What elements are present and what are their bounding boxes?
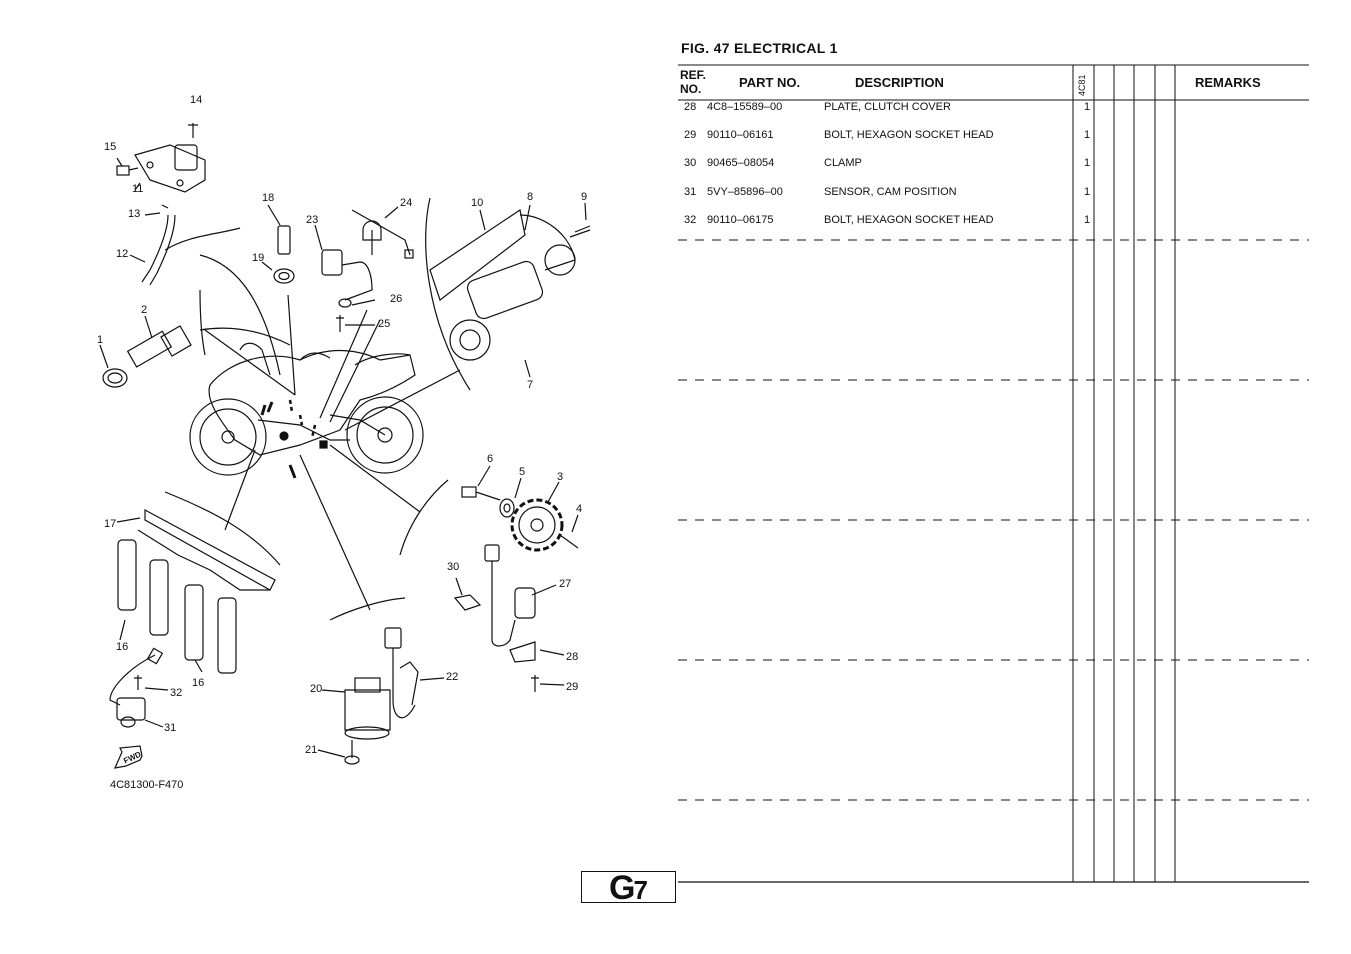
callout-4: 4 bbox=[576, 503, 582, 515]
row-description: PLATE, CLUTCH COVER bbox=[824, 101, 951, 113]
callout-12: 12 bbox=[116, 248, 128, 260]
row-ref: 28 bbox=[684, 101, 697, 113]
page-letter: G bbox=[609, 869, 635, 907]
callout-30: 30 bbox=[447, 561, 459, 573]
callout-21: 21 bbox=[305, 744, 317, 756]
callout-11: 11 bbox=[132, 183, 143, 195]
header-remarks: REMARKS bbox=[1195, 75, 1261, 90]
callout-1: 1 bbox=[97, 334, 103, 346]
row-part-no: 90110–06175 bbox=[707, 214, 774, 226]
page-number: 7 bbox=[633, 875, 648, 905]
callout-8: 8 bbox=[527, 191, 533, 203]
callout-6: 6 bbox=[487, 453, 493, 465]
callout-13: 13 bbox=[128, 208, 140, 220]
exploded-parts-diagram: 1 2 3 4 5 6 7 8 9 10 11 12 13 14 15 16 1… bbox=[97, 94, 591, 769]
callout-2: 2 bbox=[141, 304, 147, 316]
parts-table-grid bbox=[678, 64, 1309, 883]
row-ref: 31 bbox=[684, 186, 697, 198]
row-description: CLAMP bbox=[824, 157, 862, 169]
ignition-coils bbox=[117, 508, 276, 674]
temp-sensor bbox=[102, 325, 192, 388]
row-part-no: 90110–06161 bbox=[707, 129, 774, 141]
callout-14: 14 bbox=[190, 94, 202, 106]
callout-17: 17 bbox=[104, 518, 116, 530]
row-ref: 29 bbox=[684, 129, 697, 141]
callout-28: 28 bbox=[566, 651, 578, 663]
callout-5: 5 bbox=[519, 466, 525, 478]
fwd-arrow-icon bbox=[113, 745, 143, 769]
callout-27: 27 bbox=[559, 578, 571, 590]
callout-16b: 16 bbox=[192, 677, 204, 689]
diagram-code: 4C81300-F470 bbox=[110, 779, 184, 791]
sensor-location-square bbox=[319, 440, 328, 449]
page-section-tab: G7 bbox=[581, 871, 676, 905]
starter-relay bbox=[344, 627, 419, 765]
row-part-no: 90465–08054 bbox=[707, 157, 775, 169]
row-ref: 32 bbox=[684, 214, 697, 226]
header-ref: REF. bbox=[680, 68, 707, 82]
callout-23: 23 bbox=[306, 214, 318, 226]
callout-7: 7 bbox=[527, 379, 533, 391]
header-model: 4C81 bbox=[1077, 74, 1087, 96]
pump-assembly bbox=[429, 209, 591, 361]
header-part-no: PART NO. bbox=[739, 75, 801, 90]
callout-3: 3 bbox=[557, 471, 563, 483]
callout-25: 25 bbox=[378, 318, 390, 330]
row-qty: 1 bbox=[1084, 157, 1091, 169]
callout-10: 10 bbox=[471, 197, 483, 209]
sensor-bracket-assembly bbox=[116, 123, 206, 193]
figure-title: FIG. 47 ELECTRICAL 1 bbox=[681, 40, 838, 56]
callout-16a: 16 bbox=[116, 641, 128, 653]
callout-26: 26 bbox=[390, 293, 402, 305]
row-ref: 30 bbox=[684, 157, 697, 169]
callout-20: 20 bbox=[310, 683, 322, 695]
row-description: BOLT, HEXAGON SOCKET HEAD bbox=[824, 214, 994, 226]
callout-numbers: 1 2 3 4 5 6 7 8 9 10 11 12 13 14 15 16 1… bbox=[97, 94, 587, 766]
callout-31: 31 bbox=[164, 722, 176, 734]
callout-24: 24 bbox=[400, 197, 412, 209]
callout-22: 22 bbox=[446, 671, 458, 683]
header-description: DESCRIPTION bbox=[855, 75, 944, 90]
row-qty: 1 bbox=[1084, 101, 1091, 113]
callout-15: 15 bbox=[104, 141, 116, 153]
oil-pump-sprocket bbox=[461, 486, 579, 552]
header-ref-no: REF. NO. bbox=[680, 68, 706, 96]
row-description: SENSOR, CAM POSITION bbox=[824, 186, 957, 198]
callout-29: 29 bbox=[566, 681, 578, 693]
sensor-location-dot bbox=[279, 431, 289, 441]
callout-9: 9 bbox=[581, 191, 587, 203]
callout-18: 18 bbox=[262, 192, 274, 204]
motorcycle-illustration bbox=[189, 342, 424, 476]
row-part-no: 4C8–15589–00 bbox=[707, 101, 783, 113]
row-description: BOLT, HEXAGON SOCKET HEAD bbox=[824, 129, 994, 141]
row-qty: 1 bbox=[1084, 129, 1091, 141]
callout-19: 19 bbox=[252, 252, 264, 264]
row-part-no: 5VY–85896–00 bbox=[707, 186, 783, 198]
callout-32: 32 bbox=[170, 687, 182, 699]
header-no: NO. bbox=[680, 82, 702, 96]
row-qty: 1 bbox=[1084, 214, 1091, 226]
row-qty: 1 bbox=[1084, 186, 1091, 198]
